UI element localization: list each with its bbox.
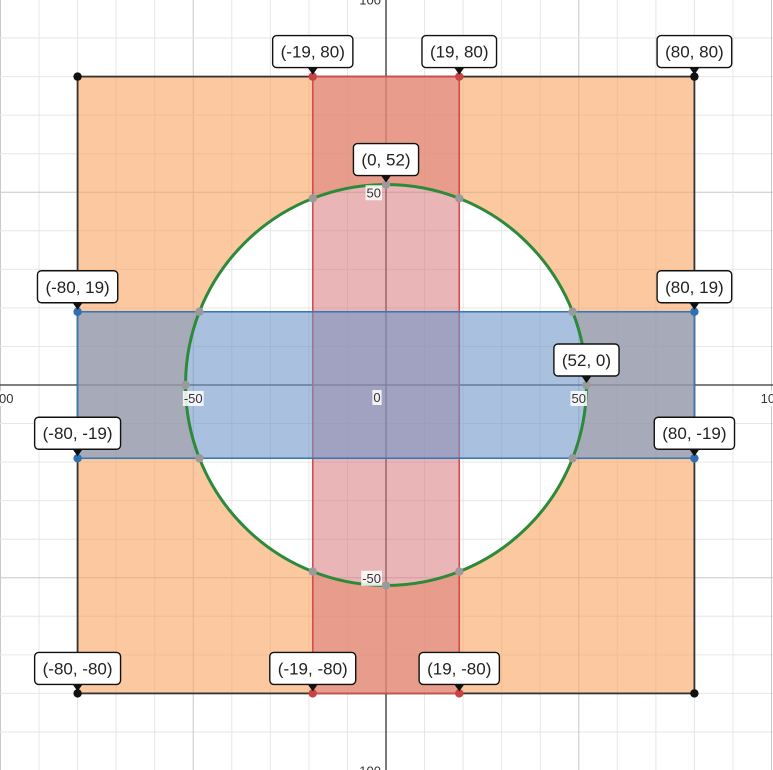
tick-label-bg	[759, 391, 773, 406]
point-label-text: (19, -80)	[427, 659, 491, 678]
graph-point[interactable]	[568, 307, 577, 316]
tick-label-bg	[570, 391, 587, 406]
point-label-text: (-80, -80)	[43, 659, 113, 678]
graph-point[interactable]	[690, 454, 699, 463]
graph-point[interactable]	[195, 454, 204, 463]
point-label[interactable]: (52, 0)	[553, 343, 620, 383]
graph-point[interactable]	[455, 689, 464, 698]
point-label-pointer	[72, 449, 83, 457]
graph-point[interactable]	[195, 307, 204, 316]
point-label-pointer	[72, 302, 83, 310]
point-label[interactable]: (-19, -80)	[269, 651, 357, 692]
graph-point[interactable]	[308, 194, 317, 203]
point-label-pointer	[454, 684, 465, 692]
point-label-text: (19, 80)	[430, 43, 489, 62]
graph-point[interactable]	[582, 380, 591, 390]
point-label-text: (80, 80)	[665, 43, 724, 62]
point-labels: (-19, 80) (19, 80) (80, 80) (0, 52) (-80, 19…	[33, 34, 736, 692]
point-label-text: (80, -19)	[662, 424, 726, 443]
graph-point[interactable]	[455, 194, 464, 203]
graph-point[interactable]	[73, 307, 82, 316]
graph-point[interactable]	[690, 689, 699, 698]
graph-point[interactable]	[73, 689, 82, 698]
graph-point[interactable]	[690, 72, 699, 81]
point-label-pointer	[454, 67, 465, 75]
tick-label-bg	[361, 570, 382, 586]
graph-point[interactable]	[181, 380, 190, 390]
point-label-text: (-80, -19)	[43, 424, 113, 443]
point-label[interactable]: (19, 80)	[421, 34, 498, 75]
point-label[interactable]: (19, -80)	[418, 651, 501, 692]
point-label-pointer	[689, 302, 700, 310]
tick-label: 100	[359, 0, 381, 8]
tick-label: 50	[572, 391, 586, 406]
graph-point[interactable]	[308, 72, 317, 81]
tick-label: -50	[362, 571, 381, 586]
point-label-pointer	[581, 376, 592, 383]
tick-label-bg	[358, 0, 382, 8]
point-label-pointer	[307, 684, 318, 692]
graph-point[interactable]	[381, 180, 391, 189]
point-label[interactable]: (80, 80)	[656, 34, 733, 75]
graph-point[interactable]	[308, 689, 317, 698]
tick-label: 50	[367, 185, 381, 200]
tick-label-bg	[372, 390, 382, 405]
tick-label-bg	[353, 763, 382, 770]
point-label[interactable]: (0, 52)	[352, 142, 420, 183]
point-label-text: (-19, -80)	[278, 659, 348, 678]
tick-label-bg	[365, 185, 382, 201]
graph-point[interactable]	[308, 567, 317, 576]
graph-point[interactable]	[690, 307, 699, 316]
graph-point[interactable]	[381, 581, 391, 590]
tick-label: 0	[373, 390, 380, 405]
point-label-pointer	[72, 684, 83, 692]
tick-label: -50	[184, 391, 203, 406]
graph-point[interactable]	[73, 72, 82, 81]
graph-point[interactable]	[568, 454, 577, 463]
point-label-pointer	[307, 67, 318, 75]
point-label[interactable]: (-19, 80)	[271, 34, 354, 75]
graph-point[interactable]	[455, 72, 464, 81]
point-label-text: (80, 19)	[665, 278, 724, 297]
point-label[interactable]: (80, 19)	[656, 270, 733, 310]
graph-point[interactable]	[73, 454, 82, 463]
point-label-pointer	[381, 175, 391, 183]
point-label-pointer	[689, 449, 700, 457]
tick-label-bg	[0, 391, 15, 406]
tick-label-bg	[182, 391, 204, 406]
tick-label: -100	[0, 391, 14, 406]
point-label-text: (52, 0)	[562, 351, 611, 370]
point-label[interactable]: (-80, -80)	[33, 651, 122, 692]
tick-label: -100	[355, 764, 381, 770]
blue-horizontal-strip	[76, 310, 696, 460]
point-label-pointer	[689, 67, 700, 75]
graph-point[interactable]	[455, 567, 464, 576]
point-label-text: (-80, 19)	[45, 278, 109, 297]
tick-label: 100	[761, 391, 773, 406]
point-label[interactable]: (-80, -19)	[33, 416, 122, 457]
points	[73, 72, 699, 698]
point-label[interactable]: (-80, 19)	[36, 270, 119, 310]
point-label-text: (-19, 80)	[281, 43, 345, 62]
point-label[interactable]: (80, -19)	[653, 416, 736, 457]
point-label-text: (0, 52)	[361, 151, 410, 170]
